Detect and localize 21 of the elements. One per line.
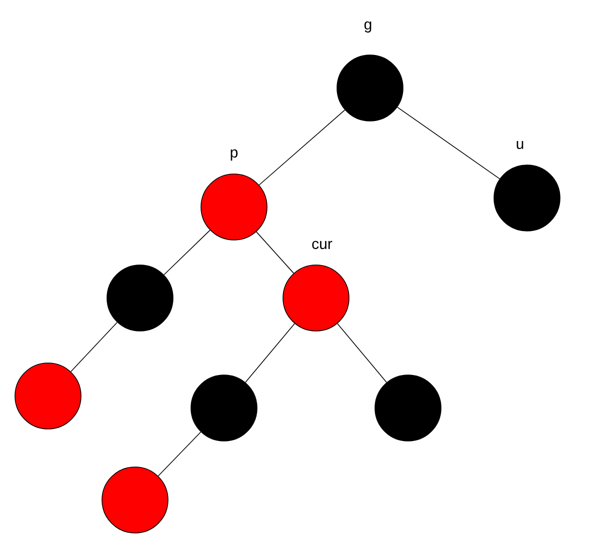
tree-edge — [158, 432, 202, 476]
node-label: u — [516, 140, 524, 150]
tree-node — [14, 362, 82, 430]
tree-node — [200, 174, 268, 240]
node-label: p — [230, 149, 238, 161]
tree-edge — [256, 231, 294, 274]
tree-edge — [396, 106, 500, 180]
tree-edge — [337, 323, 387, 383]
tree-node — [336, 54, 404, 122]
tree-node — [282, 264, 350, 332]
tree-node — [102, 466, 168, 534]
tree-node — [374, 374, 442, 442]
node-label: g — [364, 21, 372, 33]
tree-edge — [70, 322, 118, 372]
tree-node — [494, 164, 560, 232]
node-label: cur — [312, 240, 332, 250]
tree-edge — [164, 230, 210, 276]
tree-edge — [258, 110, 346, 186]
tree-edge — [245, 323, 295, 383]
tree-node — [106, 264, 174, 332]
tree-node — [190, 374, 258, 442]
